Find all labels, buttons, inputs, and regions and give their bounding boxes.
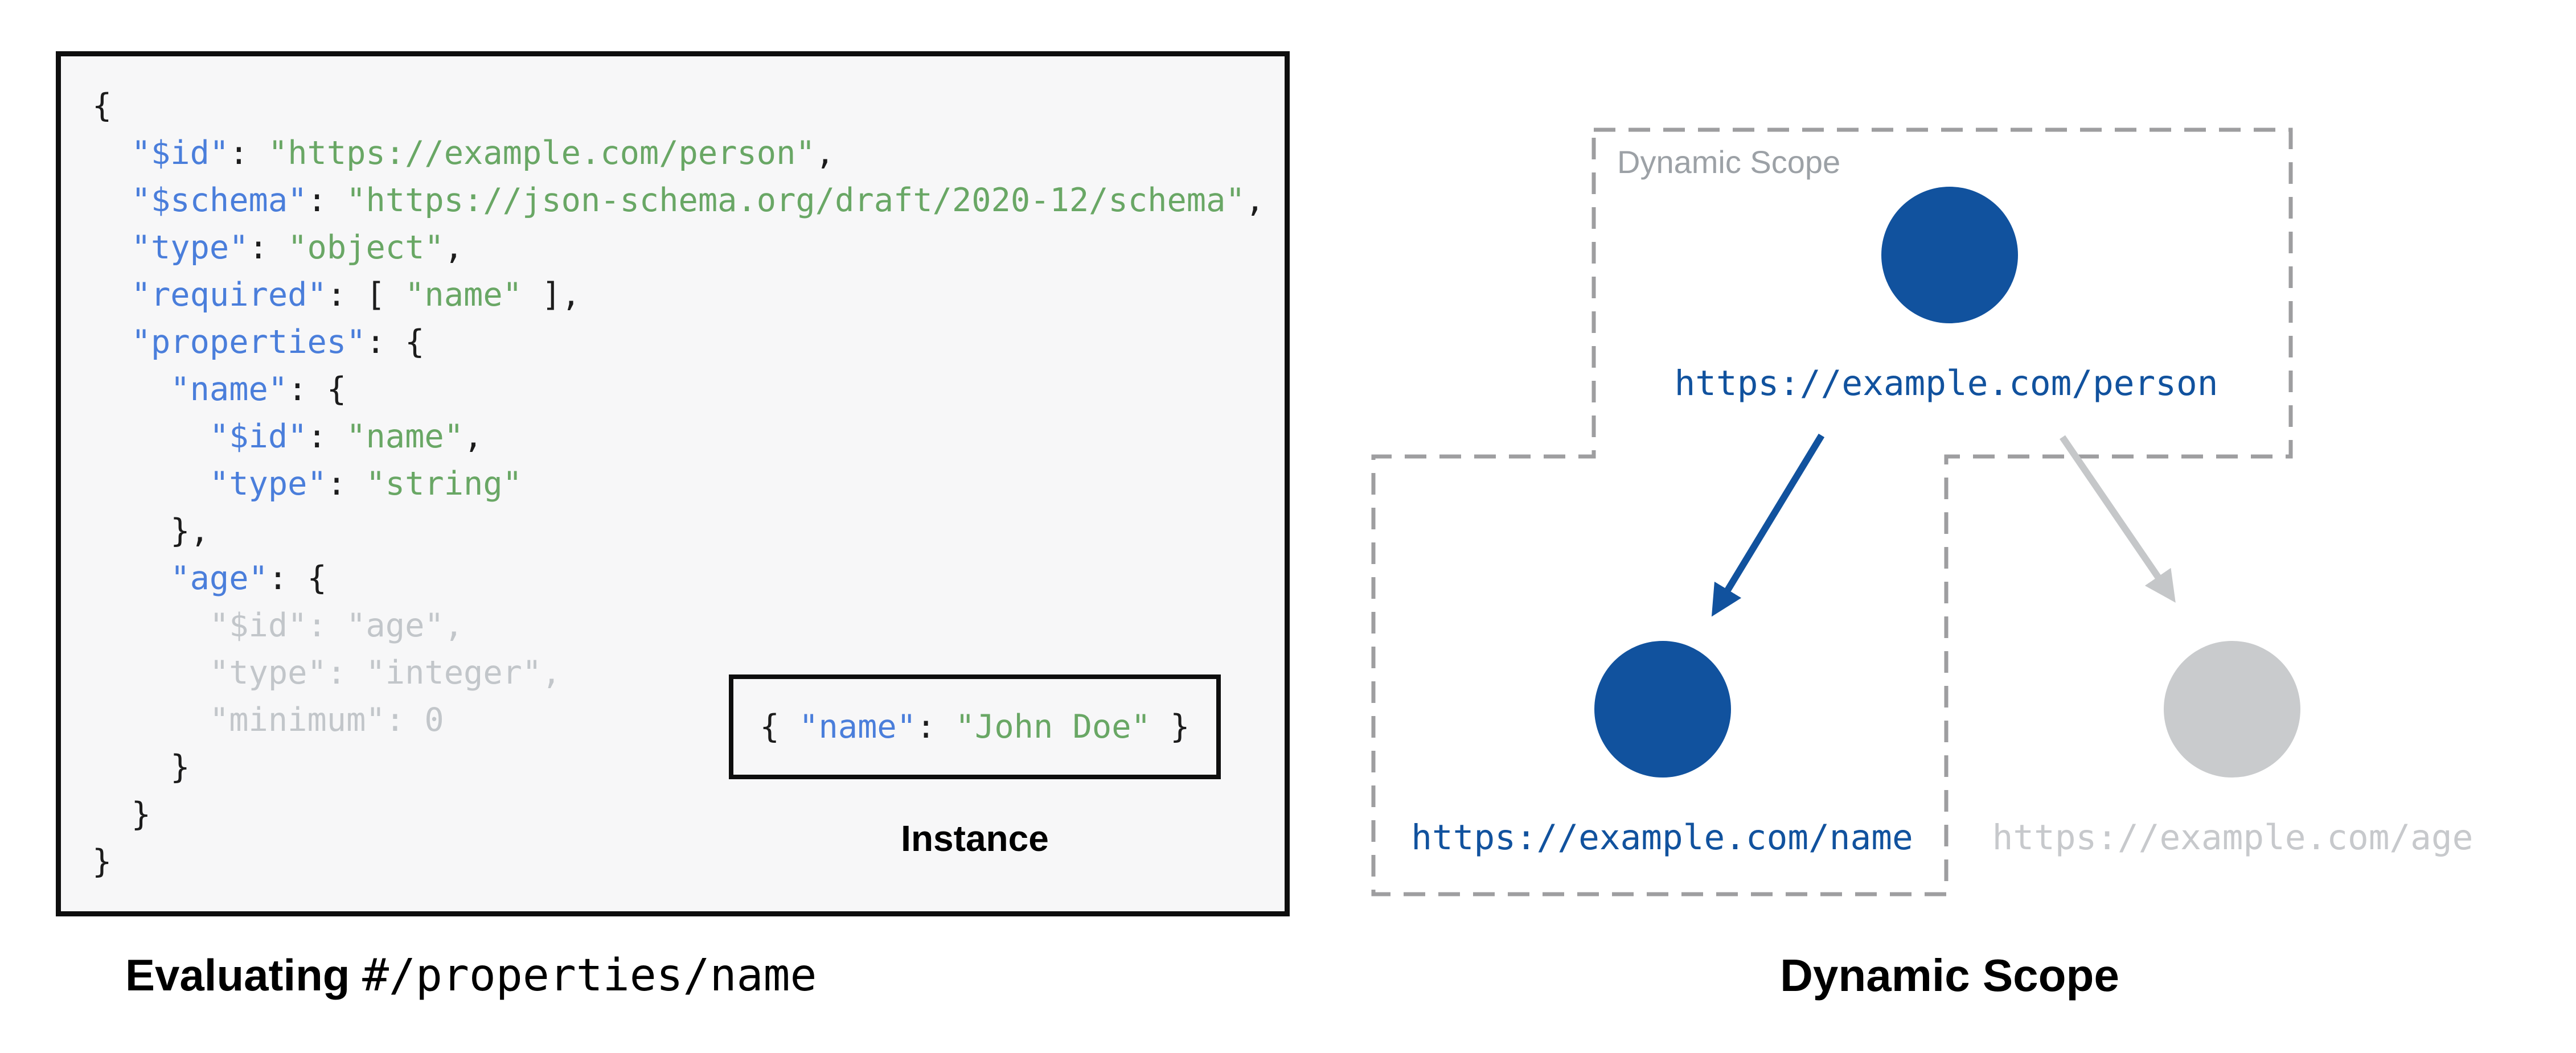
code-token-str: "name": [405, 276, 522, 314]
code-token-plain: }: [1150, 708, 1190, 746]
code-token-dim: "type": "integer",: [92, 654, 561, 692]
code-line: },: [92, 508, 1279, 555]
code-token-plain: {: [92, 87, 112, 125]
dynamic-scope-region-outline: [1371, 127, 2293, 896]
person-to-name-arrow: [1711, 433, 1825, 617]
code-token-plain: :: [229, 134, 268, 172]
code-line: "name": {: [92, 366, 1279, 413]
dynamic-scope-caption: Dynamic Scope: [1780, 950, 2119, 1001]
code-token-str: "name": [346, 418, 464, 455]
code-line: {: [92, 83, 1279, 130]
code-token-str: "John Doe": [955, 708, 1151, 746]
code-line: "minimum": 0: [92, 697, 1279, 744]
code-token-key: "$id": [209, 418, 307, 455]
code-line: "type": "integer",: [92, 649, 1279, 697]
code-line: "$id": "https://example.com/person",: [92, 130, 1279, 177]
code-token-dim: "$id": "age",: [92, 607, 464, 644]
code-line: "type": "object",: [92, 224, 1279, 272]
dynamic-scope-region-label: Dynamic Scope: [1617, 144, 1841, 180]
code-token-plain: ,: [1245, 182, 1265, 219]
code-line: }: [92, 744, 1279, 791]
code-token-dim: "minimum": 0: [92, 701, 444, 739]
code-token-plain: }: [92, 843, 112, 881]
code-token-plain: ,: [815, 134, 835, 172]
age-node-circle: [2164, 641, 2300, 778]
instance-label: Instance: [901, 818, 1049, 859]
person-to-age-arrow: [2060, 435, 2176, 603]
code-token-plain: ],: [522, 276, 581, 314]
code-token-str: "string": [366, 465, 522, 503]
code-line: }: [92, 791, 1279, 838]
code-token-plain: }: [92, 748, 190, 786]
code-token-key: "name": [799, 708, 917, 746]
code-line: "properties": {: [92, 319, 1279, 366]
code-token-key: "properties": [131, 323, 366, 361]
code-token-key: "$id": [131, 134, 229, 172]
code-token-plain: :: [307, 418, 347, 455]
code-token-plain: : {: [288, 371, 347, 408]
instance-box: { "name": "John Doe" }: [729, 674, 1221, 779]
code-line: "$id": "name",: [92, 413, 1279, 460]
name-node-circle: [1594, 641, 1731, 778]
evaluating-caption-pointer: #/properties/name: [362, 950, 817, 1001]
person-node-url: https://example.com/person: [1674, 363, 2218, 404]
code-token-plain: :: [916, 708, 955, 746]
code-token-plain: : {: [268, 560, 327, 597]
code-line: }: [92, 838, 1279, 886]
code-token-key: "age": [170, 560, 268, 597]
code-line: "type": "string": [92, 460, 1279, 508]
code-token-plain: ,: [463, 418, 483, 455]
code-line: "$id": "age",: [92, 602, 1279, 649]
code-token-str: "https://json-schema.org/draft/2020-12/s…: [346, 182, 1245, 219]
code-token-plain: :: [307, 182, 347, 219]
code-token-plain: {: [760, 708, 799, 746]
name-node-url: https://example.com/name: [1411, 817, 1913, 858]
code-token-key: "$schema": [131, 182, 307, 219]
evaluating-caption: Evaluating #/properties/name: [125, 949, 817, 1001]
evaluating-caption-word: Evaluating: [125, 950, 350, 1000]
code-token-plain: : [: [326, 276, 405, 314]
code-token-key: "required": [131, 276, 327, 314]
code-token-str: "https://example.com/person": [268, 134, 815, 172]
code-token-key: "name": [170, 371, 288, 408]
age-node-url: https://example.com/age: [1992, 817, 2474, 858]
code-token-plain: ,: [444, 229, 464, 266]
code-line: "required": [ "name" ],: [92, 272, 1279, 319]
code-token-plain: },: [92, 512, 210, 550]
code-token-plain: : {: [366, 323, 425, 361]
code-token-plain: }: [92, 796, 151, 833]
code-token-plain: :: [248, 229, 288, 266]
person-node-circle: [1881, 187, 2018, 323]
schema-code-block: { "$id": "https://example.com/person", "…: [56, 51, 1290, 916]
code-token-key: "type": [209, 465, 327, 503]
code-token-str: "object": [288, 229, 444, 266]
code-token-key: "type": [131, 229, 249, 266]
schema-code-body: { "$id": "https://example.com/person", "…: [92, 83, 1279, 906]
instance-code-line: { "name": "John Doe" }: [760, 708, 1190, 746]
code-line: "$schema": "https://json-schema.org/draf…: [92, 177, 1279, 224]
code-line: "age": {: [92, 555, 1279, 602]
code-token-plain: :: [326, 465, 366, 503]
